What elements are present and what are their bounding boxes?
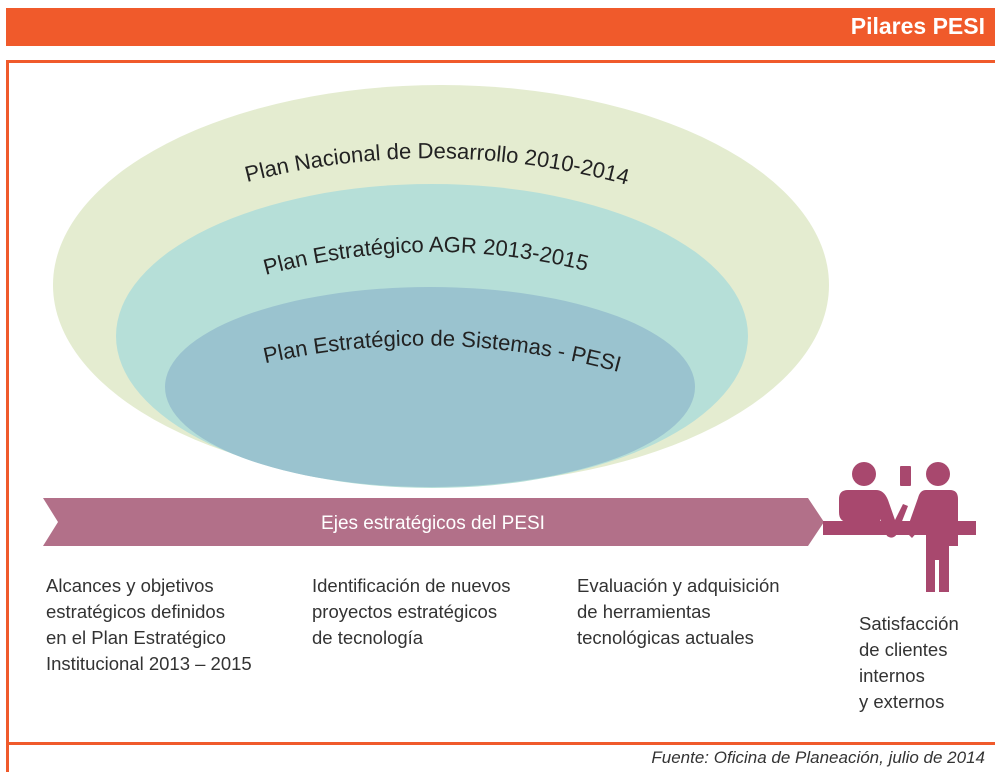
ejes-arrow-label: Ejes estratégicos del PESI [321, 513, 545, 534]
inner-ellipse [165, 287, 695, 487]
header-bar: Pilares PESI [6, 8, 995, 46]
customer-satisfaction-label: Satisfacción de clientes internos y exte… [859, 613, 959, 712]
axis-column-1: Alcances y objetivos estratégicos defini… [46, 575, 252, 674]
page-title: Pilares PESI [850, 13, 985, 39]
frame-left-line [6, 60, 9, 772]
frame-bottom-line [6, 742, 995, 745]
frame-top-line [6, 60, 995, 63]
axis-column-2: Identificación de nuevos proyectos estra… [312, 575, 511, 648]
source-note: Fuente: Oficina de Planeación, julio de … [651, 748, 985, 767]
axis-column-3: Evaluación y adquisición de herramientas… [577, 575, 780, 648]
ejes-arrow [43, 498, 824, 546]
customer-service-icon [823, 462, 976, 592]
